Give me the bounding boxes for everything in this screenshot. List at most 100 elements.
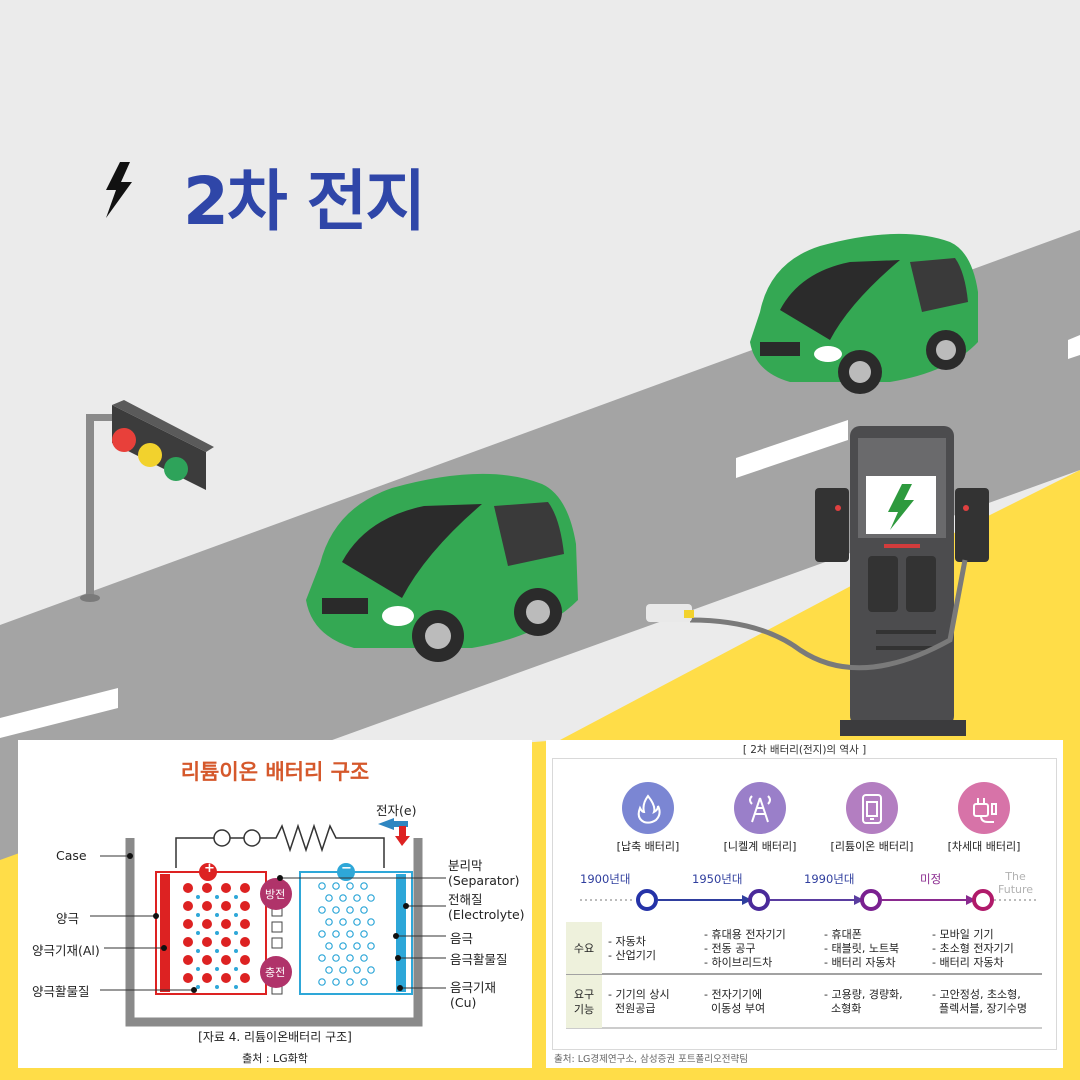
- graphite-ring: [318, 954, 326, 962]
- cathode-particle: [221, 901, 231, 911]
- timeline: [566, 889, 1042, 1029]
- plug-icon: [958, 782, 1010, 834]
- lithium-ion-dot: [196, 913, 200, 917]
- lithium-ion-dot: [196, 967, 200, 971]
- graphite-ring: [367, 894, 375, 902]
- anode-graphite-layers: [318, 882, 375, 986]
- lithium-ion-dot: [234, 931, 238, 935]
- structure-caption: [자료 4. 리튬이온배터리 구조]: [198, 1030, 352, 1044]
- cathode-particle: [183, 919, 193, 929]
- lithium-ion-dot: [215, 985, 219, 989]
- graphite-ring: [318, 906, 326, 914]
- label-cathode-substrate: 양극기재(Al): [32, 943, 100, 958]
- cathode-particle: [202, 937, 212, 947]
- structure-source: 출처 : LG화학: [242, 1052, 308, 1065]
- cathode-particle: [240, 973, 250, 983]
- graphite-ring: [346, 906, 354, 914]
- graphite-ring: [332, 954, 340, 962]
- graphite-ring: [318, 882, 326, 890]
- lithium-ion-dot: [234, 913, 238, 917]
- cathode-particle: [202, 919, 212, 929]
- graphite-ring: [339, 894, 347, 902]
- lithium-ion-dot: [234, 895, 238, 899]
- lithium-ion-dot: [215, 949, 219, 953]
- graphite-ring: [346, 954, 354, 962]
- graphite-ring: [353, 894, 361, 902]
- era-the-future: The Future: [998, 870, 1034, 896]
- row-header-demand: 수요: [566, 922, 602, 974]
- lane-marking: [0, 688, 118, 738]
- era-1950s: 1950년대: [692, 872, 743, 886]
- label-electron: 전자(e): [376, 803, 417, 818]
- cathode-particles: [183, 883, 250, 989]
- cathode-particle: [221, 883, 231, 893]
- graphite-ring: [367, 966, 375, 974]
- cathode-particle: [183, 901, 193, 911]
- graphite-ring: [325, 966, 333, 974]
- type-label-lithium-ion: [리튬이온 배터리]: [830, 840, 914, 853]
- lane-marking: [1068, 335, 1080, 359]
- function-next-gen: - 고안정성, 초소형, 플렉서블, 장기수명: [932, 988, 1027, 1015]
- cathode-particle: [240, 883, 250, 893]
- graphite-ring: [318, 930, 326, 938]
- demand-next-gen: - 모바일 기기 - 초소형 전자기기 - 배터리 자동차: [932, 928, 1014, 969]
- graphite-ring: [360, 882, 368, 890]
- label-anode-substrate: 음극기재 (Cu): [450, 980, 497, 1010]
- cathode-particle: [183, 955, 193, 965]
- graphite-ring: [332, 978, 340, 986]
- lithium-ion-dot: [215, 931, 219, 935]
- graphite-ring: [332, 930, 340, 938]
- cathode-particle: [221, 937, 231, 947]
- cathode-particle: [240, 955, 250, 965]
- lithium-ion-dot: [234, 985, 238, 989]
- minus-sign: −: [341, 861, 352, 876]
- demand-lithium-ion: - 휴대폰 - 태블릿, 노트북 - 배터리 자동차: [824, 928, 900, 969]
- function-lithium-ion: - 고용량, 경량화, 소형화: [824, 988, 903, 1015]
- cathode-particle: [240, 919, 250, 929]
- label-charge: 충전: [265, 966, 286, 979]
- graphite-ring: [360, 978, 368, 986]
- graphite-ring: [360, 906, 368, 914]
- demand-nickel: - 휴대용 전자기기 - 전동 공구 - 하이브리드차: [704, 928, 786, 969]
- demand-lead-acid: - 자동차 - 산업기기: [608, 935, 656, 962]
- graphite-ring: [325, 942, 333, 950]
- cathode-particle: [221, 955, 231, 965]
- battery-diagram: [90, 818, 446, 1027]
- label-case: Case: [56, 848, 87, 863]
- label-anode-active: 음극활물질: [450, 952, 508, 967]
- cathode-particle: [202, 901, 212, 911]
- graphite-ring: [332, 906, 340, 914]
- history-heading: [ 2차 배터리(전지)의 역사 ]: [742, 744, 867, 756]
- graphite-ring: [325, 918, 333, 926]
- era-undecided: 미정: [920, 872, 942, 886]
- traffic-light-icon: [80, 400, 214, 602]
- type-label-next-gen: [차세대 배터리]: [947, 840, 1021, 853]
- graphite-ring: [367, 942, 375, 950]
- graphite-ring: [353, 966, 361, 974]
- graphite-ring: [353, 942, 361, 950]
- cathode-particle: [202, 973, 212, 983]
- lithium-ion-dot: [196, 949, 200, 953]
- label-discharge: 방전: [265, 888, 286, 901]
- charging-station-icon: [646, 426, 989, 736]
- lithium-ion-dot: [234, 949, 238, 953]
- lane-marking: [736, 420, 848, 478]
- graphite-ring: [360, 930, 368, 938]
- lithium-ion-dot: [196, 931, 200, 935]
- green-car-front-icon: [306, 473, 578, 662]
- graphite-ring: [360, 954, 368, 962]
- cathode-particle: [240, 901, 250, 911]
- li-ion-structure-panel: 리튬이온 배터리 구조: [18, 740, 532, 1068]
- lithium-ion-dot: [196, 895, 200, 899]
- nickel-tower-icon: [734, 782, 786, 834]
- graphite-ring: [325, 894, 333, 902]
- cathode-particle: [240, 937, 250, 947]
- row-header-function: 요구 기능: [566, 975, 602, 1028]
- era-1990s: 1990년대: [804, 872, 855, 886]
- graphite-ring: [339, 918, 347, 926]
- graphite-ring: [346, 882, 354, 890]
- function-nickel: - 전자기기에 이동성 부여: [704, 988, 766, 1015]
- type-label-lead-acid: [납축 배터리]: [616, 840, 680, 853]
- lithium-ion-dot: [215, 913, 219, 917]
- cathode-particle: [202, 883, 212, 893]
